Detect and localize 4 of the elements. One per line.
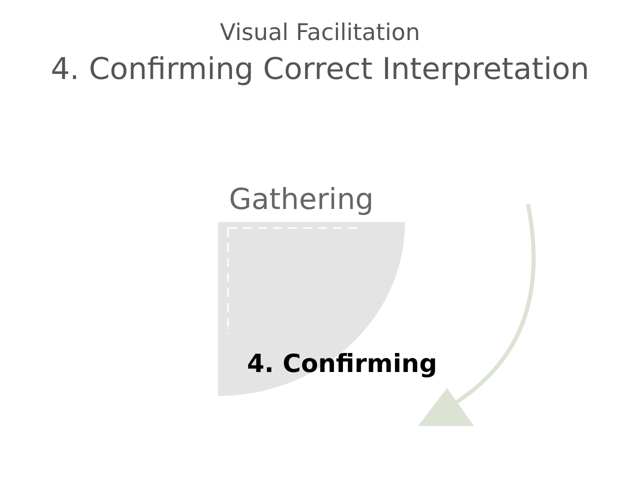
step-label: 4. Confirming [247,349,438,378]
subtitle: Visual Facilitation [218,20,422,46]
section-heading: Gathering [229,182,374,216]
title: 4. Confirming Correct Interpretation [50,52,590,87]
